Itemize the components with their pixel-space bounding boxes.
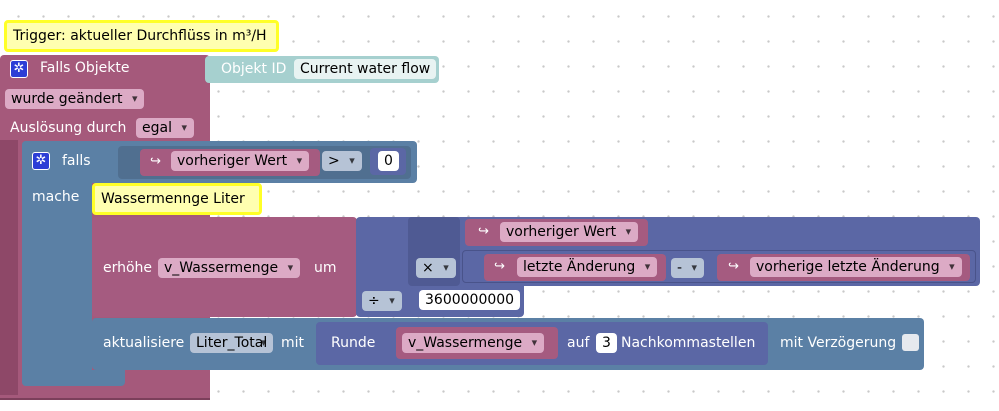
return-arrow-icon: ↪ bbox=[728, 259, 739, 274]
gear-icon[interactable]: ✲ bbox=[32, 152, 50, 170]
falls-objekte-label: Falls Objekte bbox=[40, 60, 130, 76]
divide-operator-dropdown[interactable]: ÷ bbox=[362, 291, 402, 311]
update-label: aktualisiere bbox=[103, 335, 185, 351]
previous-last-change-dropdown[interactable]: vorherige letzte Änderung bbox=[750, 257, 962, 277]
mit-verzoegerung-label: mit Verzögerung bbox=[780, 335, 897, 351]
event-inner-border bbox=[0, 140, 18, 395]
ausloesung-dropdown[interactable]: egal bbox=[136, 118, 194, 138]
return-arrow-icon: ↪ bbox=[478, 224, 489, 239]
object-id-label: Objekt ID bbox=[221, 61, 287, 77]
minus-operator-dropdown[interactable]: - bbox=[671, 258, 705, 278]
decimals-field[interactable]: 3 bbox=[596, 333, 617, 353]
increase-label: erhöhe bbox=[103, 260, 153, 276]
liter-comment[interactable]: Wassermennge Liter bbox=[92, 183, 262, 215]
round-variable-dropdown[interactable]: v_Wassermenge bbox=[402, 333, 545, 353]
um-label: um bbox=[314, 260, 337, 276]
delay-checkbox[interactable] bbox=[902, 334, 919, 351]
increase-variable-dropdown[interactable]: v_Wassermenge bbox=[158, 258, 301, 278]
last-change-dropdown[interactable]: letzte Änderung bbox=[517, 257, 658, 277]
return-arrow-icon: ↪ bbox=[494, 259, 505, 274]
compare-value-field[interactable]: 0 bbox=[378, 151, 399, 171]
change-type-dropdown[interactable]: wurde geändert bbox=[5, 89, 145, 109]
divisor-field[interactable]: 3600000000 bbox=[419, 290, 521, 310]
runde-label: Runde bbox=[331, 335, 376, 351]
condition-variable-dropdown[interactable]: vorheriger Wert bbox=[171, 151, 310, 171]
update-target-dropdown[interactable]: Liter_Total bbox=[190, 333, 274, 353]
previous-value-dropdown[interactable]: vorheriger Wert bbox=[500, 222, 639, 242]
ausloesung-label: Auslösung durch bbox=[10, 120, 127, 136]
if-block-footer bbox=[22, 370, 125, 386]
if-block-body bbox=[22, 141, 92, 386]
event-block-tail bbox=[0, 390, 210, 400]
return-arrow-icon: ↪ bbox=[150, 154, 161, 169]
auf-label: auf bbox=[567, 335, 590, 351]
gear-icon[interactable]: ✲ bbox=[10, 60, 28, 78]
object-id-field[interactable]: Current water flow bbox=[294, 59, 437, 79]
operator-dropdown[interactable]: > bbox=[322, 151, 362, 171]
multiply-operator-dropdown[interactable]: × bbox=[416, 258, 456, 278]
mache-label: mache bbox=[32, 189, 80, 205]
falls-label: falls bbox=[62, 153, 91, 169]
mit-label: mit bbox=[281, 335, 305, 351]
trigger-comment[interactable]: Trigger: aktueller Durchflüss in m³/H bbox=[4, 20, 279, 52]
nachkommastellen-label: Nachkommastellen bbox=[621, 335, 756, 351]
